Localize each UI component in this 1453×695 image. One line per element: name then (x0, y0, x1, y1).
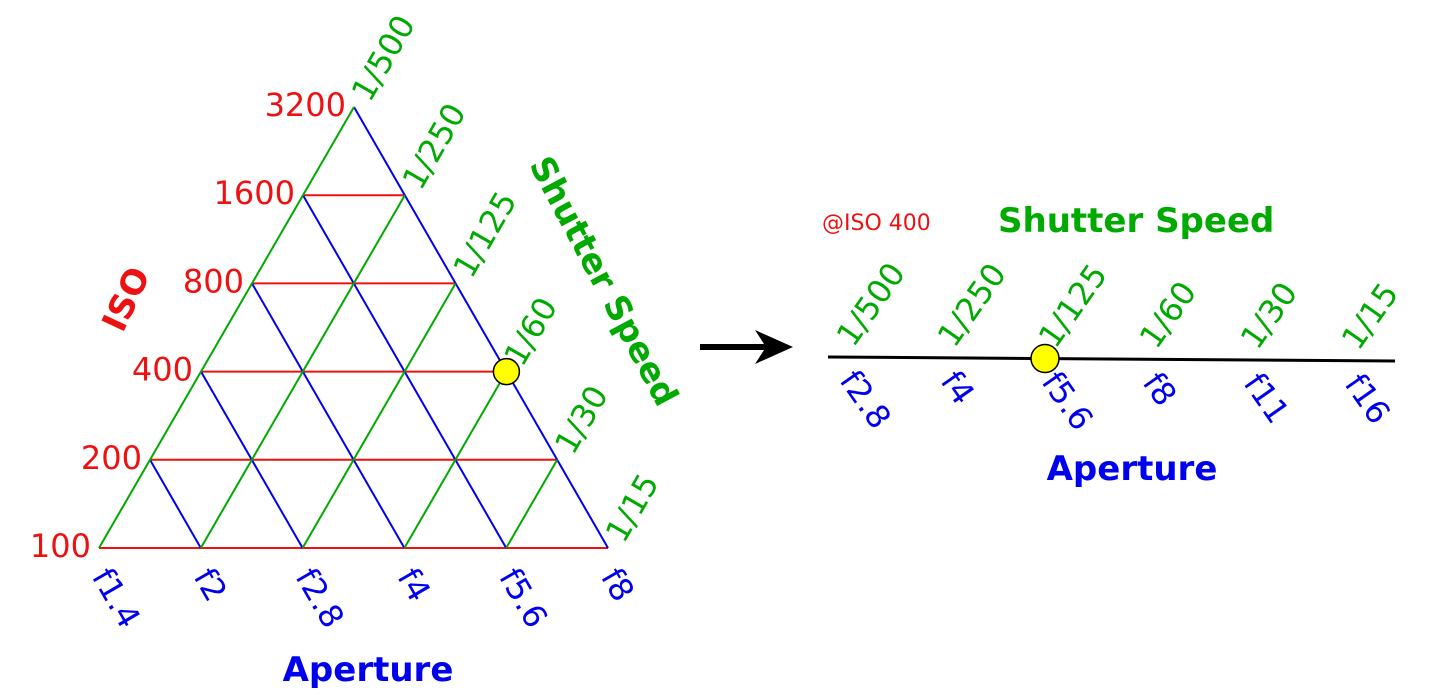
iso-tick-label: 1600 (214, 174, 295, 212)
scale-shutter-tick-label: 1/125 (1031, 257, 1115, 354)
exposure-marker (492, 357, 521, 386)
aperture-tick-label: f5.6 (491, 562, 555, 635)
scale-aperture-tick-label: f5.6 (1034, 365, 1101, 438)
aperture-tick-label: f1.4 (84, 562, 148, 635)
aperture-grid-line (353, 106, 609, 549)
scale-shutter-tick-label: 1/60 (1132, 274, 1204, 355)
shutter-grid-line (505, 459, 559, 549)
aperture-axis-title: Aperture (283, 650, 454, 690)
shutter-grid-line (301, 282, 457, 549)
right-arrow-icon (700, 330, 793, 364)
scale-shutter-title: Shutter Speed (998, 201, 1274, 241)
aperture-tick-labels: f1.4 f2 f2.8 f4 f5.6 f8 (84, 562, 642, 635)
shutter-grid-line (403, 371, 508, 549)
shutter-tick-label: 1/30 (547, 379, 616, 460)
scale-shutter-tick-label: 1/250 (930, 256, 1014, 353)
iso-tick-label: 200 (81, 439, 142, 477)
shutter-axis-title: Shutter Speed (521, 150, 686, 413)
scale-aperture-tick-label: f2.8 (832, 363, 899, 436)
triangle-grid (98, 106, 609, 549)
shutter-tick-label: 1/15 (598, 467, 667, 548)
shutter-grid-line (98, 106, 355, 549)
scale-aperture-tick-labels: f2.8 f4 f5.6 f8 f11 f16 (832, 363, 1398, 437)
scale-aperture-tick-label: f4 (933, 364, 982, 412)
shutter-tick-label: 1/125 (445, 185, 524, 284)
scale-aperture-title: Aperture (1047, 449, 1218, 489)
iso-tick-label: 100 (30, 527, 91, 565)
condition-label: @ISO 400 (822, 211, 931, 236)
scale-exposure-marker (1030, 343, 1060, 374)
scale-shutter-tick-label: 1/500 (829, 256, 913, 353)
aperture-grid-line (251, 282, 406, 549)
shutter-grid-line (199, 194, 406, 549)
scale-aperture-tick-label: f11 (1236, 366, 1297, 430)
iso-tick-label: 800 (183, 262, 244, 300)
aperture-tick-label: f2 (186, 562, 235, 608)
scale-shutter-tick-label: 1/15 (1334, 276, 1406, 357)
shutter-tick-label: 1/250 (395, 97, 474, 196)
aperture-tick-label: f2.8 (288, 562, 352, 635)
iso-tick-labels: 100 200 400 800 1600 3200 (30, 86, 346, 565)
aperture-tick-label: f8 (593, 562, 642, 608)
scale-aperture-tick-label: f16 (1337, 367, 1398, 431)
aperture-grid-line (149, 459, 202, 549)
scale-aperture-tick-label: f8 (1135, 365, 1184, 413)
shutter-tick-label: 1/500 (344, 9, 423, 108)
scale-axis-line (827, 355, 1396, 363)
scale-shutter-tick-label: 1/30 (1233, 275, 1305, 356)
iso-tick-label: 3200 (265, 86, 346, 124)
aperture-tick-label: f4 (390, 562, 439, 608)
iso-tick-label: 400 (132, 351, 193, 389)
iso-axis-title: ISO (95, 261, 159, 338)
